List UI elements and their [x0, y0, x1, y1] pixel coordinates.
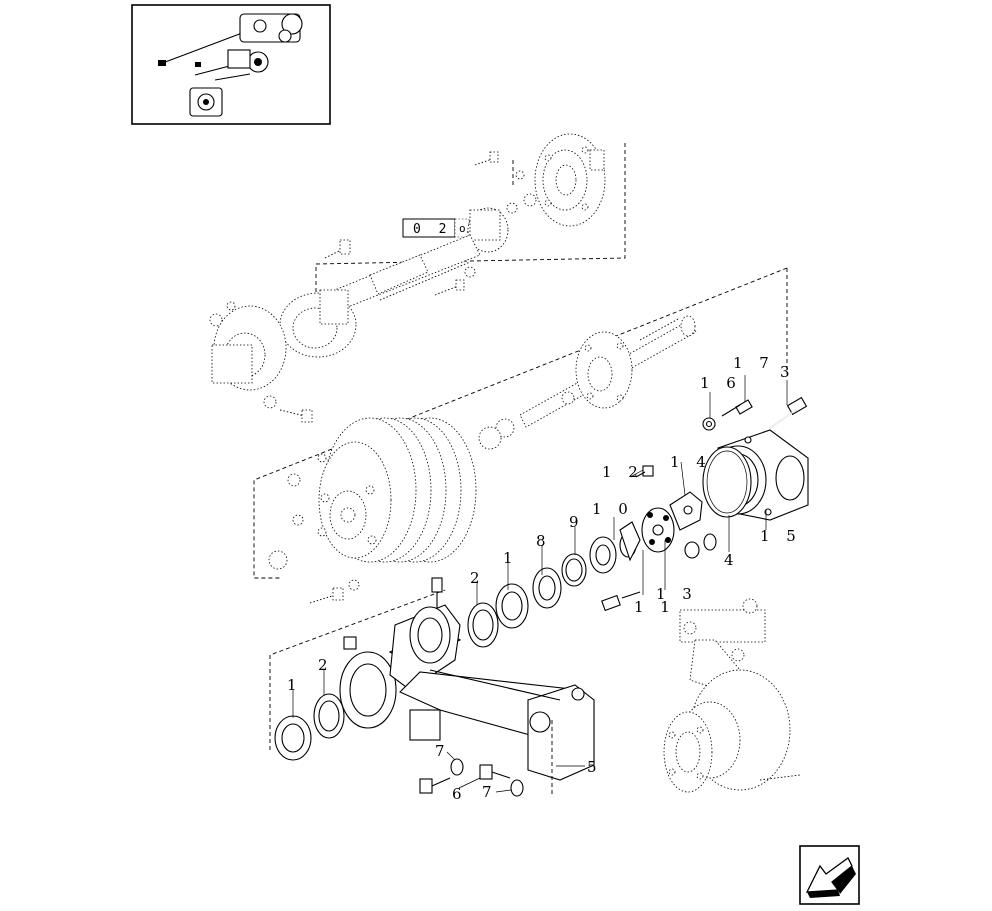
gearbox-reference-assembly — [663, 598, 801, 793]
group-bracket-lower — [269, 589, 446, 750]
reference-tag-suffix: o — [459, 222, 466, 235]
callout-16: 1 6 — [700, 374, 742, 392]
callout-11: 1 1 — [634, 598, 676, 616]
callout-1-upper: 1 — [503, 549, 519, 567]
upper-driveshaft-assembly — [209, 133, 626, 423]
callout-7-upper: 7 — [435, 742, 451, 760]
callout-7-lower: 7 — [482, 783, 498, 801]
callout-4: 4 — [724, 551, 740, 569]
reference-tag-box: 0 2 . o — [402, 218, 477, 238]
callout-6: 6 — [452, 785, 468, 803]
thumbnail-overview-icon[interactable] — [131, 4, 331, 125]
bolt-assembly-lower — [419, 758, 524, 797]
support-bracket — [339, 604, 595, 781]
callout-2-lower: 2 — [318, 656, 334, 674]
callout-17: 1 7 — [733, 354, 775, 372]
bearing-housing — [702, 429, 809, 521]
reference-tag-text: 0 2 . — [413, 222, 477, 237]
callout-12: 1 2 — [602, 463, 644, 481]
leader-lines — [292, 375, 788, 793]
callout-labels: 1 7 1 6 3 1 2 1 4 1 0 9 8 1 2 1 5 4 1 3 … — [287, 354, 802, 803]
callout-14: 1 4 — [670, 453, 712, 471]
callout-10: 1 0 — [592, 500, 634, 518]
callout-13: 1 3 — [656, 585, 698, 603]
pulley-shaft-assembly — [253, 267, 788, 604]
callout-3: 3 — [780, 363, 796, 381]
callout-2-upper: 2 — [470, 569, 486, 587]
callout-1-lower: 1 — [287, 676, 303, 694]
bolt-assembly-upper-right — [702, 396, 808, 431]
callout-8: 8 — [536, 532, 552, 550]
callout-9: 9 — [569, 513, 585, 531]
coupling-parts — [495, 465, 717, 629]
previous-page-arrow-icon[interactable] — [799, 845, 860, 905]
callout-5: 5 — [587, 758, 603, 776]
callout-15: 1 5 — [760, 527, 802, 545]
